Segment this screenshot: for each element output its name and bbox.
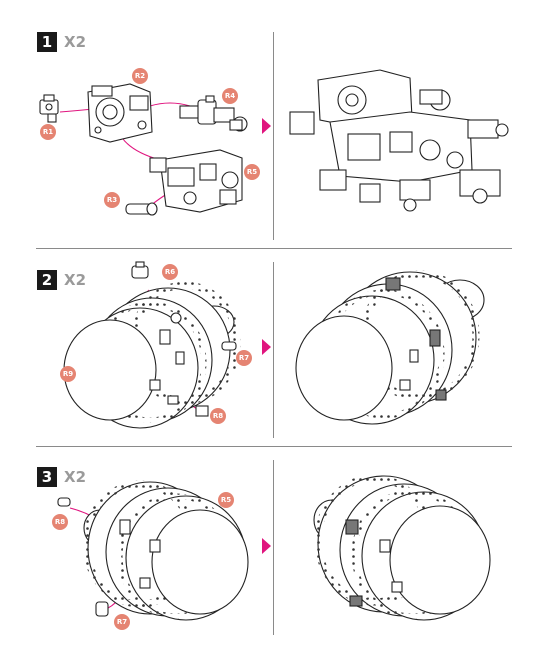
step-3-number: 3 <box>37 467 57 487</box>
part-tag-r8: R8 <box>210 408 226 424</box>
step-1-multiplier: X2 <box>64 33 87 51</box>
step-1-exploded-parts <box>39 83 248 216</box>
step-3-exploded-parts <box>57 480 249 621</box>
part-tag-r1: R1 <box>40 124 56 140</box>
part-tag-r9: R9 <box>60 366 76 382</box>
part-tag-r3: R3 <box>104 192 120 208</box>
part-tag-r2: R2 <box>132 68 148 84</box>
step-2-arrow-icon <box>262 339 271 355</box>
part-tag-r5: R5 <box>244 164 260 180</box>
step-1-number: 1 <box>37 32 57 52</box>
step-2-assembled <box>295 270 485 425</box>
part-tag-r7: R7 <box>236 350 252 366</box>
part-tag-r4: R4 <box>222 88 238 104</box>
step-1-arrow-icon <box>262 118 271 134</box>
step-1-divider <box>273 32 274 240</box>
step-1-assembled <box>289 69 509 212</box>
part-tag-r5-step3: R5 <box>218 492 234 508</box>
step-3-divider <box>273 460 274 635</box>
part-tag-r8-step3: R8 <box>52 514 68 530</box>
section-divider-2 <box>36 446 512 447</box>
step-3-arrow-icon <box>262 538 271 554</box>
part-tag-r7-step3: R7 <box>114 614 130 630</box>
part-tag-r6: R6 <box>162 264 178 280</box>
section-divider-1 <box>36 248 512 249</box>
step-2-number: 2 <box>37 270 57 290</box>
step-3-assembled <box>313 474 491 621</box>
step-2-multiplier: X2 <box>64 271 87 289</box>
step-2-divider <box>273 262 274 438</box>
step-2-exploded-parts <box>63 261 241 429</box>
step-3-multiplier: X2 <box>64 468 87 486</box>
